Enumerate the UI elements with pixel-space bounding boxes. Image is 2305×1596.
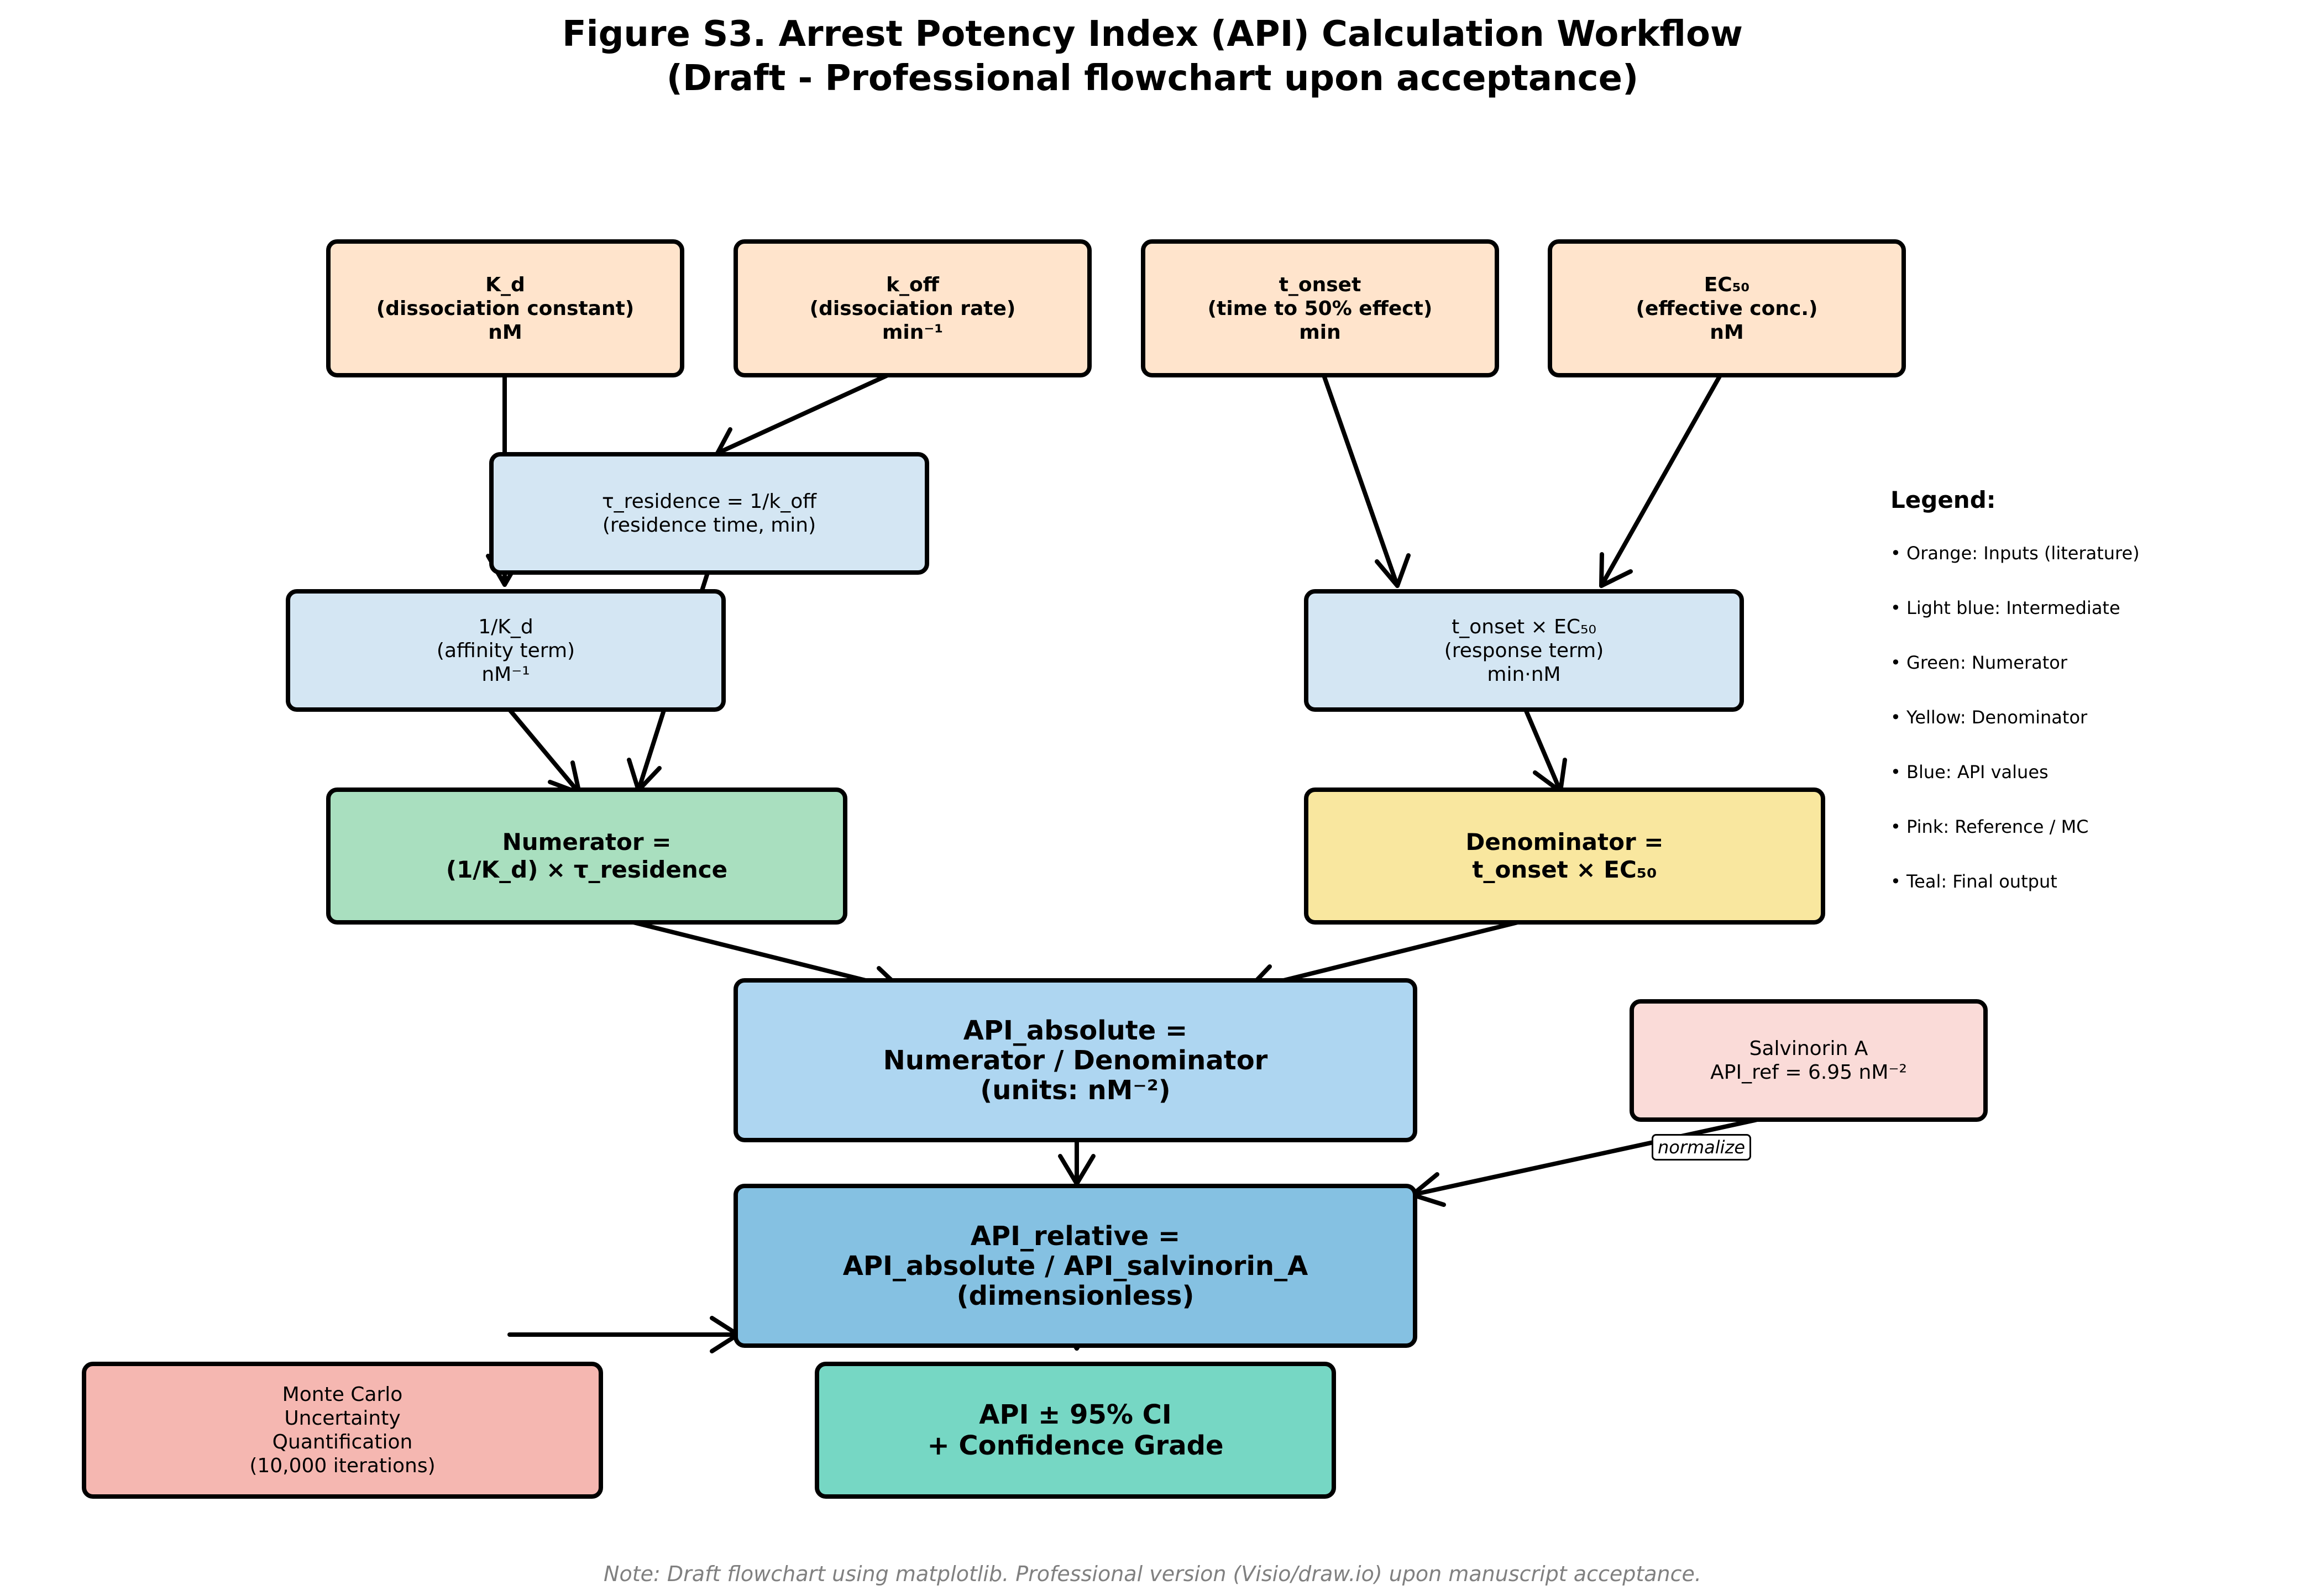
title-line-2: (Draft - Professional flowchart upon acc… — [666, 58, 1639, 99]
node-tonset: t_onset (time to 50% effect) min — [1141, 239, 1499, 377]
node-kd-symbol: K_d — [485, 273, 525, 296]
node-tonset-symbol: t_onset — [1279, 273, 1361, 296]
node-api-relative-formula: API_absolute / API_salvinorin_A — [842, 1250, 1308, 1282]
figure-title: Figure S3. Arrest Potency Index (API) Ca… — [0, 12, 2305, 101]
legend-item-teal: • Teal: Final output — [1890, 871, 2057, 892]
node-affinity: 1/K_d (affinity term) nM⁻¹ — [286, 589, 726, 712]
node-api-relative-unit: (dimensionless) — [956, 1280, 1195, 1311]
node-kd-unit: nM — [488, 321, 522, 344]
legend-item-green: • Green: Numerator — [1890, 652, 2068, 673]
node-denominator: Denominator = t_onset × EC₅₀ — [1304, 788, 1825, 925]
node-koff: k_off (dissociation rate) min⁻¹ — [734, 239, 1092, 377]
node-ec50-unit: nM — [1710, 321, 1744, 344]
normalize-edge-label: normalize — [1652, 1134, 1751, 1161]
legend-item-pink: • Pink: Reference / MC — [1890, 816, 2089, 837]
node-api-relative: API_relative = API_absolute / API_salvin… — [734, 1184, 1417, 1348]
node-final-line2: + Confidence Grade — [927, 1430, 1224, 1461]
node-api-absolute: API_absolute = Numerator / Denominator (… — [734, 978, 1417, 1142]
node-response-unit: min·nM — [1487, 663, 1561, 686]
arrow-ec50-to-response — [1599, 365, 1727, 588]
node-affinity-formula: 1/K_d — [478, 615, 533, 638]
node-affinity-desc: (affinity term) — [436, 639, 575, 662]
title-line-1: Figure S3. Arrest Potency Index (API) Ca… — [562, 14, 1743, 55]
footnote: Note: Draft flowchart using matplotlib. … — [604, 1562, 1701, 1586]
node-numerator-formula: (1/K_d) × τ_residence — [446, 856, 728, 883]
node-tau-residence: τ_residence = 1/k_off (residence time, m… — [489, 452, 929, 575]
node-denominator-label: Denominator = — [1465, 828, 1664, 855]
node-ec50-desc: (effective conc.) — [1636, 297, 1818, 320]
node-salvinorin-value: API_ref = 6.95 nM⁻² — [1710, 1061, 1907, 1084]
legend-item-yellow: • Yellow: Denominator — [1890, 707, 2088, 728]
node-affinity-unit: nM⁻¹ — [481, 663, 530, 686]
legend-item-light-blue: • Light blue: Intermediate — [1890, 597, 2120, 618]
node-numerator: Numerator = (1/K_d) × τ_residence — [326, 788, 847, 925]
node-ec50: EC₅₀ (effective conc.) nM — [1548, 239, 1906, 377]
node-api-absolute-unit: (units: nM⁻²) — [980, 1074, 1171, 1106]
node-ec50-symbol: EC₅₀ — [1704, 273, 1750, 296]
node-api-absolute-label: API_absolute = — [963, 1015, 1188, 1046]
node-salvinorin-name: Salvinorin A — [1749, 1037, 1868, 1060]
node-numerator-label: Numerator = — [502, 828, 672, 855]
node-final-line1: API ± 95% CI — [979, 1399, 1172, 1430]
node-api-absolute-formula: Numerator / Denominator — [883, 1044, 1268, 1076]
node-response-desc: (response term) — [1444, 639, 1604, 662]
legend-title: Legend: — [1890, 486, 1996, 513]
node-salvinorin-reference: Salvinorin A API_ref = 6.95 nM⁻² — [1630, 999, 1988, 1122]
legend: Legend: • Orange: Inputs (literature) • … — [1890, 486, 2140, 925]
node-tonset-desc: (time to 50% effect) — [1207, 297, 1433, 320]
node-kd-desc: (dissociation constant) — [376, 297, 635, 320]
arrow-affinity-to-numerator — [506, 706, 582, 795]
legend-item-blue: • Blue: API values — [1890, 762, 2049, 783]
arrow-montecarlo-to-relative — [507, 1316, 740, 1353]
node-response: t_onset × EC₅₀ (response term) min·nM — [1304, 589, 1744, 712]
node-koff-symbol: k_off — [886, 273, 939, 296]
node-tonset-unit: min — [1299, 321, 1341, 344]
node-koff-unit: min⁻¹ — [882, 321, 944, 344]
node-tau-formula: τ_residence = 1/k_off — [601, 490, 817, 513]
legend-item-orange: • Orange: Inputs (literature) — [1890, 543, 2140, 564]
arrow-tonset-to-response — [1319, 365, 1411, 588]
node-monte-carlo-line4: (10,000 iterations) — [249, 1455, 436, 1477]
node-response-formula: t_onset × EC₅₀ — [1452, 615, 1596, 638]
node-monte-carlo-line1: Monte Carlo — [282, 1383, 403, 1406]
node-tau-desc: (residence time, min) — [602, 514, 816, 537]
node-api-relative-label: API_relative = — [970, 1220, 1181, 1252]
node-koff-desc: (dissociation rate) — [809, 297, 1016, 320]
node-monte-carlo-line2: Uncertainty — [284, 1407, 401, 1430]
node-kd: K_d (dissociation constant) nM — [326, 239, 684, 377]
node-monte-carlo-line3: Quantification — [272, 1431, 413, 1453]
arrow-koff-to-tau — [715, 364, 910, 462]
node-final-output: API ± 95% CI + Confidence Grade — [815, 1362, 1336, 1499]
node-monte-carlo: Monte Carlo Uncertainty Quantification (… — [82, 1362, 603, 1499]
arrow-response-to-denominator — [1523, 707, 1567, 794]
node-denominator-formula: t_onset × EC₅₀ — [1472, 856, 1657, 883]
